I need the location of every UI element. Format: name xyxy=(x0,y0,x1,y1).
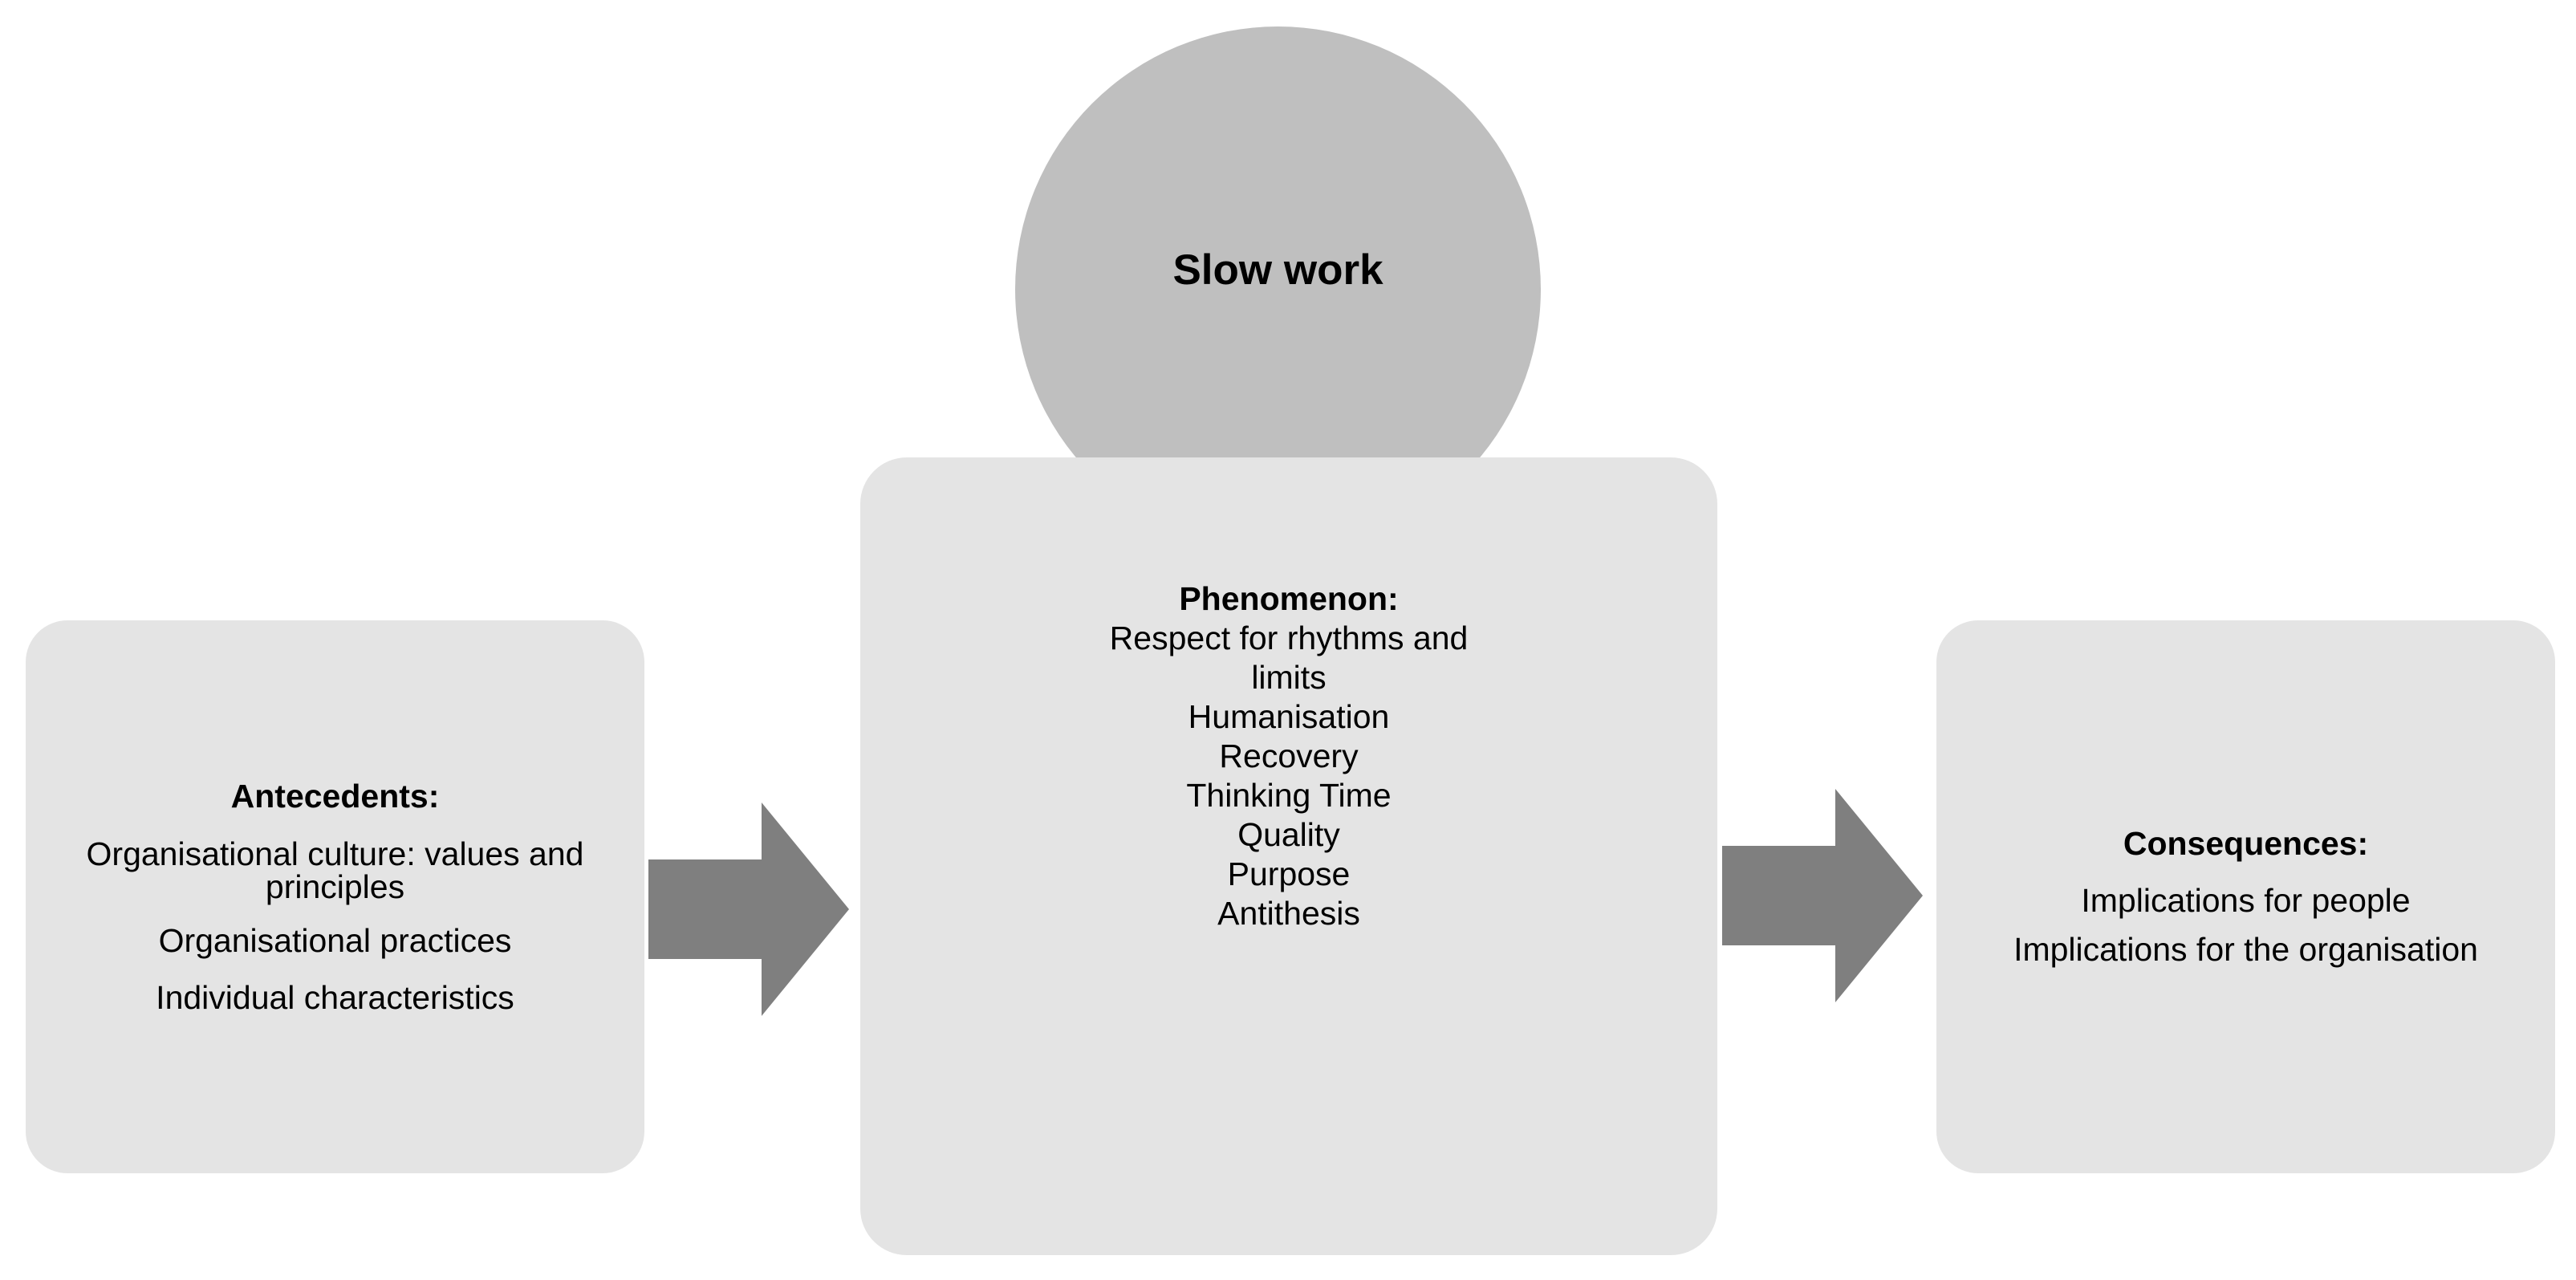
phenomenon-item-2: limits xyxy=(1251,659,1327,696)
consequences-item-1: Implications for people xyxy=(2081,882,2411,919)
phenomenon-item-8: Antithesis xyxy=(1217,895,1360,932)
consequences-item-2: Implications for the organisation xyxy=(2013,931,2478,968)
phenomenon-box: Phenomenon: Respect for rhythms and limi… xyxy=(860,457,1717,1255)
arrow-antecedents-to-phenomenon-icon xyxy=(648,803,849,1016)
antecedents-item-2: Organisational practices xyxy=(158,921,512,959)
slow-work-label: Slow work xyxy=(1172,246,1383,294)
phenomenon-item-5: Thinking Time xyxy=(1186,777,1392,814)
phenomenon-item-6: Quality xyxy=(1237,816,1340,853)
phenomenon-title: Phenomenon: xyxy=(1179,580,1399,617)
antecedents-content: Antecedents: Organisational culture: val… xyxy=(37,777,633,1018)
consequences-content: Consequences: Implications for people Im… xyxy=(1941,824,2550,969)
phenomenon-item-7: Purpose xyxy=(1227,855,1351,892)
phenomenon-item-1: Respect for rhythms and xyxy=(1109,620,1469,656)
antecedents-title: Antecedents: xyxy=(230,777,440,815)
consequences-title: Consequences: xyxy=(2123,825,2369,862)
phenomenon-item-3: Humanisation xyxy=(1188,698,1390,735)
antecedents-box: Antecedents: Organisational culture: val… xyxy=(26,620,644,1173)
phenomenon-content: Phenomenon: Respect for rhythms and limi… xyxy=(876,579,1701,933)
arrow-phenomenon-to-consequences-icon xyxy=(1722,789,1923,1002)
antecedents-item-1: Organisational culture: values and princ… xyxy=(86,835,584,905)
phenomenon-item-4: Recovery xyxy=(1219,738,1359,774)
consequences-box: Consequences: Implications for people Im… xyxy=(1936,620,2555,1173)
antecedents-item-3: Individual characteristics xyxy=(156,978,514,1016)
